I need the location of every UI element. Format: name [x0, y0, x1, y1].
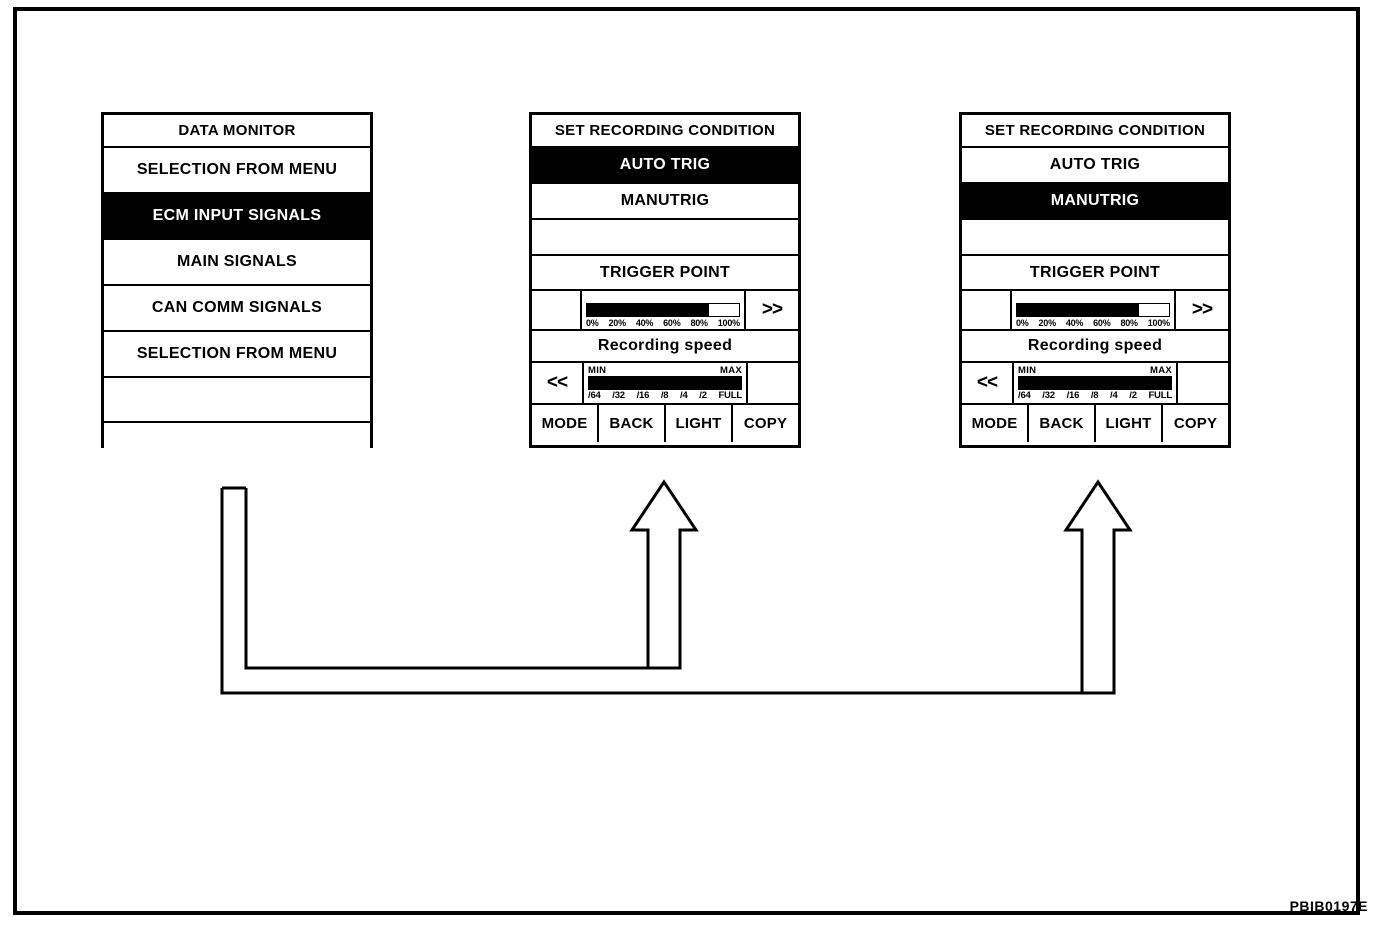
- softkey-back-auto[interactable]: BACK: [599, 405, 666, 442]
- softkey-mode-manu[interactable]: MODE: [962, 405, 1029, 442]
- next-arrows-icon-auto[interactable]: >>: [761, 299, 783, 320]
- figure-id-label: PBIB0197E: [1289, 898, 1368, 914]
- speed-tick-2: /2: [699, 390, 707, 401]
- menu-item-can-comm-signals[interactable]: CAN COMM SIGNALS: [104, 286, 370, 332]
- speed-tick-8: /8: [1090, 390, 1099, 401]
- trigger-option-auto-trig-manu[interactable]: AUTO TRIG: [962, 148, 1228, 184]
- trigger-point-meter-auto[interactable]: [586, 303, 740, 317]
- recording-speed-gauge-auto[interactable]: MIN MAX /64 /32 /16 /8 /4 /2 FULL: [584, 363, 748, 403]
- trigger-tick-0: 0%: [1016, 318, 1029, 328]
- speed-tick-16: /16: [1066, 390, 1080, 401]
- menu-item-selection-from-menu-2[interactable]: SELECTION FROM MENU: [104, 332, 370, 378]
- trigger-blank-row-auto: [532, 220, 798, 256]
- trigger-tick-60: 60%: [1093, 318, 1111, 328]
- recording-speed-meter-fill-auto: [589, 377, 741, 389]
- panel-data-monitor-menu: DATA MONITOR SELECTION FROM MENU ECM INP…: [101, 112, 373, 468]
- recording-speed-meter-manu[interactable]: [1018, 376, 1172, 390]
- trigger-blank-row-manu: [962, 220, 1228, 256]
- trigger-tick-40: 40%: [1065, 318, 1084, 328]
- speed-tick-4: /4: [680, 390, 688, 401]
- trigger-point-meter-fill-auto: [587, 304, 709, 316]
- prev-arrows-icon-manu[interactable]: <<: [962, 363, 1014, 403]
- softkey-copy-auto[interactable]: COPY: [743, 415, 788, 432]
- softkey-back-manu[interactable]: BACK: [1029, 405, 1096, 442]
- trigger-point-left-spacer-manu: [962, 291, 1012, 329]
- recording-speed-minmax-manu: MIN MAX: [1018, 366, 1172, 376]
- softkey-row-manu: MODE BACK LIGHT COPY: [962, 405, 1228, 442]
- trigger-point-left-spacer-auto: [532, 291, 582, 329]
- trigger-tick-100: 100%: [1147, 318, 1170, 328]
- trigger-point-meter-row-manu: 0% 20% 40% 60% 80% 100% >>: [962, 291, 1228, 331]
- menu-item-blank-1[interactable]: [104, 378, 370, 423]
- trigger-point-label-auto: TRIGGER POINT: [532, 256, 798, 291]
- softkey-light-manu[interactable]: LIGHT: [1096, 405, 1163, 442]
- speed-tick-8: /8: [660, 390, 669, 401]
- speed-tick-full: FULL: [718, 390, 742, 401]
- panel-title-set-recording-condition-manu: SET RECORDING CONDITION: [962, 115, 1228, 148]
- recording-speed-label-manu: Recording speed: [962, 331, 1228, 363]
- recording-speed-min-label-auto: MIN: [588, 365, 607, 376]
- trigger-point-meter-manu[interactable]: [1016, 303, 1170, 317]
- panel-set-recording-condition-auto: SET RECORDING CONDITION AUTO TRIG MANUTR…: [529, 112, 801, 448]
- speed-tick-2: /2: [1129, 390, 1137, 401]
- recording-speed-minmax-auto: MIN MAX: [588, 366, 742, 376]
- prev-arrows-icon-auto[interactable]: <<: [532, 363, 584, 403]
- trigger-point-tick-labels-manu: 0% 20% 40% 60% 80% 100%: [1016, 318, 1170, 328]
- recording-speed-label-auto: Recording speed: [532, 331, 798, 363]
- next-arrows-icon-manu[interactable]: >>: [1191, 299, 1213, 320]
- trigger-point-gauge-manu[interactable]: 0% 20% 40% 60% 80% 100%: [1012, 291, 1176, 329]
- trigger-tick-100: 100%: [717, 318, 740, 328]
- menu-item-ecm-input-signals[interactable]: ECM INPUT SIGNALS: [104, 194, 370, 240]
- speed-tick-16: /16: [636, 390, 650, 401]
- trigger-tick-60: 60%: [663, 318, 681, 328]
- softkey-row-auto: MODE BACK LIGHT COPY: [532, 405, 798, 442]
- trigger-point-tick-labels-auto: 0% 20% 40% 60% 80% 100%: [586, 318, 740, 328]
- recording-speed-right-spacer-manu: [1178, 363, 1228, 403]
- recording-speed-meter-row-auto: << MIN MAX /64 /32 /16 /8 /4 /2 FULL: [532, 363, 798, 405]
- recording-speed-meter-auto[interactable]: [588, 376, 742, 390]
- speed-tick-4: /4: [1110, 390, 1118, 401]
- trigger-point-meter-fill-manu: [1017, 304, 1139, 316]
- trigger-tick-0: 0%: [586, 318, 599, 328]
- speed-tick-full: FULL: [1148, 390, 1172, 401]
- recording-speed-gauge-manu[interactable]: MIN MAX /64 /32 /16 /8 /4 /2 FULL: [1014, 363, 1178, 403]
- speed-tick-64: /64: [1018, 390, 1031, 401]
- trigger-tick-20: 20%: [608, 318, 627, 328]
- menu-item-selection-from-menu-1[interactable]: SELECTION FROM MENU: [104, 148, 370, 194]
- panel-title-data-monitor: DATA MONITOR: [104, 115, 370, 148]
- trigger-point-meter-row-auto: 0% 20% 40% 60% 80% 100% >>: [532, 291, 798, 331]
- recording-speed-tick-labels-auto: /64 /32 /16 /8 /4 /2 FULL: [588, 391, 742, 401]
- recording-speed-right-spacer-auto: [748, 363, 798, 403]
- speed-tick-64: /64: [588, 390, 601, 401]
- trigger-option-manutrig-manu[interactable]: MANUTRIG: [962, 184, 1228, 220]
- menu-item-main-signals[interactable]: MAIN SIGNALS: [104, 240, 370, 286]
- softkey-light-auto[interactable]: LIGHT: [666, 405, 733, 442]
- recording-speed-max-label-manu: MAX: [1149, 365, 1172, 376]
- speed-tick-32: /32: [1042, 390, 1055, 401]
- recording-speed-meter-row-manu: << MIN MAX /64 /32 /16 /8 /4 /2 FULL: [962, 363, 1228, 405]
- recording-speed-min-label-manu: MIN: [1018, 365, 1037, 376]
- menu-item-blank-2[interactable]: [104, 423, 370, 468]
- recording-speed-tick-labels-manu: /64 /32 /16 /8 /4 /2 FULL: [1018, 391, 1172, 401]
- trigger-option-manutrig-auto[interactable]: MANUTRIG: [532, 184, 798, 220]
- trigger-option-auto-trig-auto[interactable]: AUTO TRIG: [532, 148, 798, 184]
- trigger-tick-20: 20%: [1038, 318, 1057, 328]
- figure-border: [13, 7, 1360, 915]
- trigger-tick-80: 80%: [1120, 318, 1138, 328]
- trigger-point-label-manu: TRIGGER POINT: [962, 256, 1228, 291]
- recording-speed-max-label-auto: MAX: [719, 365, 742, 376]
- recording-speed-meter-fill-manu: [1019, 377, 1171, 389]
- trigger-point-gauge-auto[interactable]: 0% 20% 40% 60% 80% 100%: [582, 291, 746, 329]
- panel-set-recording-condition-manu: SET RECORDING CONDITION AUTO TRIG MANUTR…: [959, 112, 1231, 448]
- softkey-mode-auto[interactable]: MODE: [532, 405, 599, 442]
- trigger-tick-80: 80%: [690, 318, 708, 328]
- softkey-copy-manu[interactable]: COPY: [1173, 415, 1218, 432]
- panel-title-set-recording-condition-auto: SET RECORDING CONDITION: [532, 115, 798, 148]
- speed-tick-32: /32: [612, 390, 625, 401]
- trigger-tick-40: 40%: [635, 318, 654, 328]
